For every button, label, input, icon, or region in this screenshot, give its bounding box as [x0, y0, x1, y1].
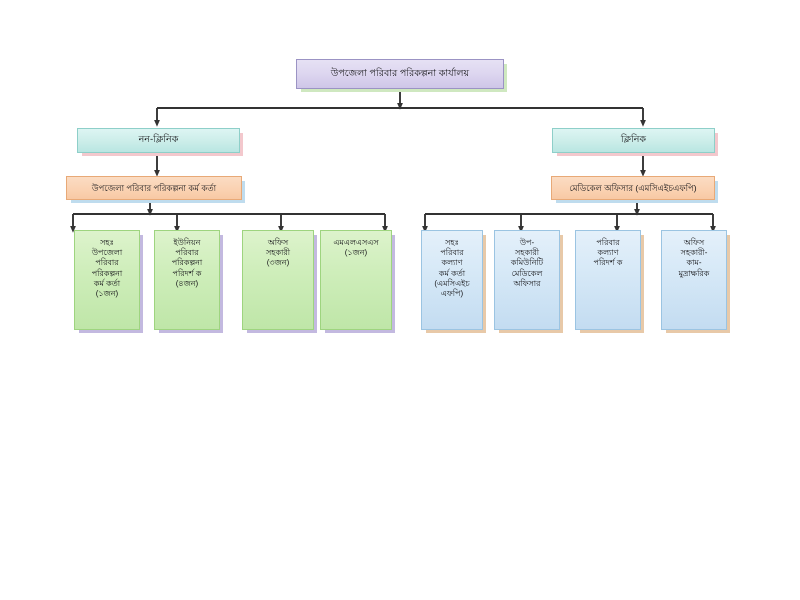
node-leaf-right-3[interactable]: পরিবার কল্যাণ পরিদর্শ ক — [575, 230, 641, 330]
node-leaf-left-2[interactable]: ইউনিয়ন পরিবার পরিকল্পনা পরিদর্শ ক (৪জন) — [154, 230, 220, 330]
node-officer-medical[interactable]: মেডিকেল অফিসার (এমসিএইচএফপি) — [551, 176, 715, 200]
node-leaf-right-1[interactable]: সহঃ পরিবার কল্যাণ কর্ম কর্তা (এমসিএইচ এফ… — [421, 230, 483, 330]
node-leaf-left-4-label: এমএলএসএস (১জন) — [333, 238, 379, 258]
node-leaf-left-4[interactable]: এমএলএসএস (১জন) — [320, 230, 392, 330]
node-leaf-left-3[interactable]: অফিস সহকারী (৩জন) — [242, 230, 314, 330]
node-leaf-left-3-label: অফিস সহকারী (৩জন) — [265, 238, 291, 268]
node-leaf-left-2-label: ইউনিয়ন পরিবার পরিকল্পনা পরিদর্শ ক (৪জন) — [171, 238, 203, 288]
node-leaf-right-1-label: সহঃ পরিবার কল্যাণ কর্ম কর্তা (এমসিএইচ এফ… — [434, 238, 470, 299]
node-leaf-left-1-label: সহঃ উপজেলা পরিবার পরিকল্পনা কর্ম কর্তা (… — [91, 238, 123, 299]
node-officer-upazila-fp-label: উপজেলা পরিবার পরিকল্পনা কর্ম কর্তা — [91, 182, 217, 193]
node-leaf-right-3-label: পরিবার কল্যাণ পরিদর্শ ক — [593, 238, 623, 268]
node-leaf-left-1[interactable]: সহঃ উপজেলা পরিবার পরিকল্পনা কর্ম কর্তা (… — [74, 230, 140, 330]
node-officer-medical-label: মেডিকেল অফিসার (এমসিএইচএফপি) — [569, 182, 697, 193]
node-branch-non-clinic[interactable]: নন-ক্লিনিক — [77, 128, 240, 153]
node-root-label: উপজেলা পরিবার পরিকল্পনা কার্যালয় — [330, 67, 470, 79]
node-branch-clinic-label: ক্লিনিক — [620, 134, 647, 146]
node-leaf-right-4[interactable]: অফিস সহকারী- কাম- মুদ্রাক্ষরিক — [661, 230, 727, 330]
node-leaf-right-4-label: অফিস সহকারী- কাম- মুদ্রাক্ষরিক — [678, 238, 710, 278]
node-branch-clinic[interactable]: ক্লিনিক — [552, 128, 715, 153]
node-root[interactable]: উপজেলা পরিবার পরিকল্পনা কার্যালয় — [296, 59, 504, 89]
node-officer-upazila-fp[interactable]: উপজেলা পরিবার পরিকল্পনা কর্ম কর্তা — [66, 176, 242, 200]
node-branch-non-clinic-label: নন-ক্লিনিক — [138, 134, 179, 146]
node-leaf-right-2[interactable]: উপ- সহকারী কমিউনিটি মেডিকেল অফিসার — [494, 230, 560, 330]
node-leaf-right-2-label: উপ- সহকারী কমিউনিটি মেডিকেল অফিসার — [510, 238, 544, 288]
